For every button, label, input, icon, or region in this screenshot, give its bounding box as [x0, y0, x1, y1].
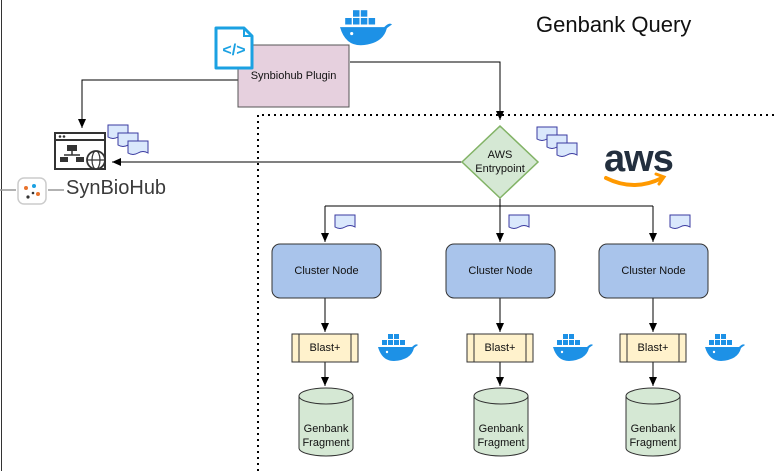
document-icon: [334, 214, 356, 229]
synbiohub-plugin-label: Synbiohub Plugin: [250, 70, 337, 82]
aws-entrypoint-diamond: [460, 124, 540, 200]
aws-logo-arrow: [654, 172, 667, 186]
blast-label: Blast+: [484, 342, 516, 354]
blast-process-box: [619, 333, 687, 363]
database-label-line1: Genbank: [630, 423, 676, 435]
web-app-icon: [54, 132, 106, 170]
blast-process-box: [291, 333, 359, 363]
docker-icon: [340, 10, 392, 46]
cluster-node-box: [445, 243, 556, 299]
document-icon: [669, 214, 691, 229]
database-label-line2: Fragment: [302, 437, 350, 449]
docker-icon: [705, 334, 745, 361]
diagram-title: Genbank Query: [536, 12, 692, 37]
aws-logo-text: aws: [604, 138, 674, 180]
synbiohub-logo: [0, 177, 64, 205]
edge-plugin-to-entrypoint: [350, 61, 504, 120]
document-stack-icon: [536, 126, 578, 157]
genbank-fragment-database: [625, 387, 681, 457]
cluster-node-box: [271, 243, 382, 299]
blast-process-box: [466, 333, 534, 363]
aws-logo: [604, 176, 664, 187]
docker-icon: [553, 334, 593, 361]
database-label-line2: Fragment: [477, 437, 525, 449]
document-icon: [508, 214, 530, 229]
genbank-fragment-database: [473, 387, 529, 457]
svg-text:</>: </>: [222, 42, 245, 59]
document-stack-icon: [107, 124, 149, 155]
database-label-line1: Genbank: [303, 423, 349, 435]
synbiohub-plugin-box: [237, 44, 350, 108]
synbiohub-logo-text: SynBioHub: [66, 177, 167, 199]
blast-label: Blast+: [637, 342, 669, 354]
entrypoint-label-line1: AWS: [487, 149, 513, 161]
code-file-icon: </>: [214, 26, 254, 70]
cluster-node-box: [598, 243, 709, 299]
database-label-line1: Genbank: [478, 423, 524, 435]
entrypoint-label-line2: Entrypoint: [475, 163, 525, 175]
aws-region-boundary: [257, 114, 774, 471]
cluster-node-label: Cluster Node: [468, 265, 533, 277]
docker-icon: [378, 334, 418, 361]
genbank-fragment-database: [298, 387, 354, 457]
cluster-node-label: Cluster Node: [621, 265, 686, 277]
database-label-line2: Fragment: [629, 437, 677, 449]
blast-label: Blast+: [309, 342, 341, 354]
edge-plugin-to-synbiohub: [78, 79, 238, 128]
cluster-node-label: Cluster Node: [294, 265, 359, 277]
